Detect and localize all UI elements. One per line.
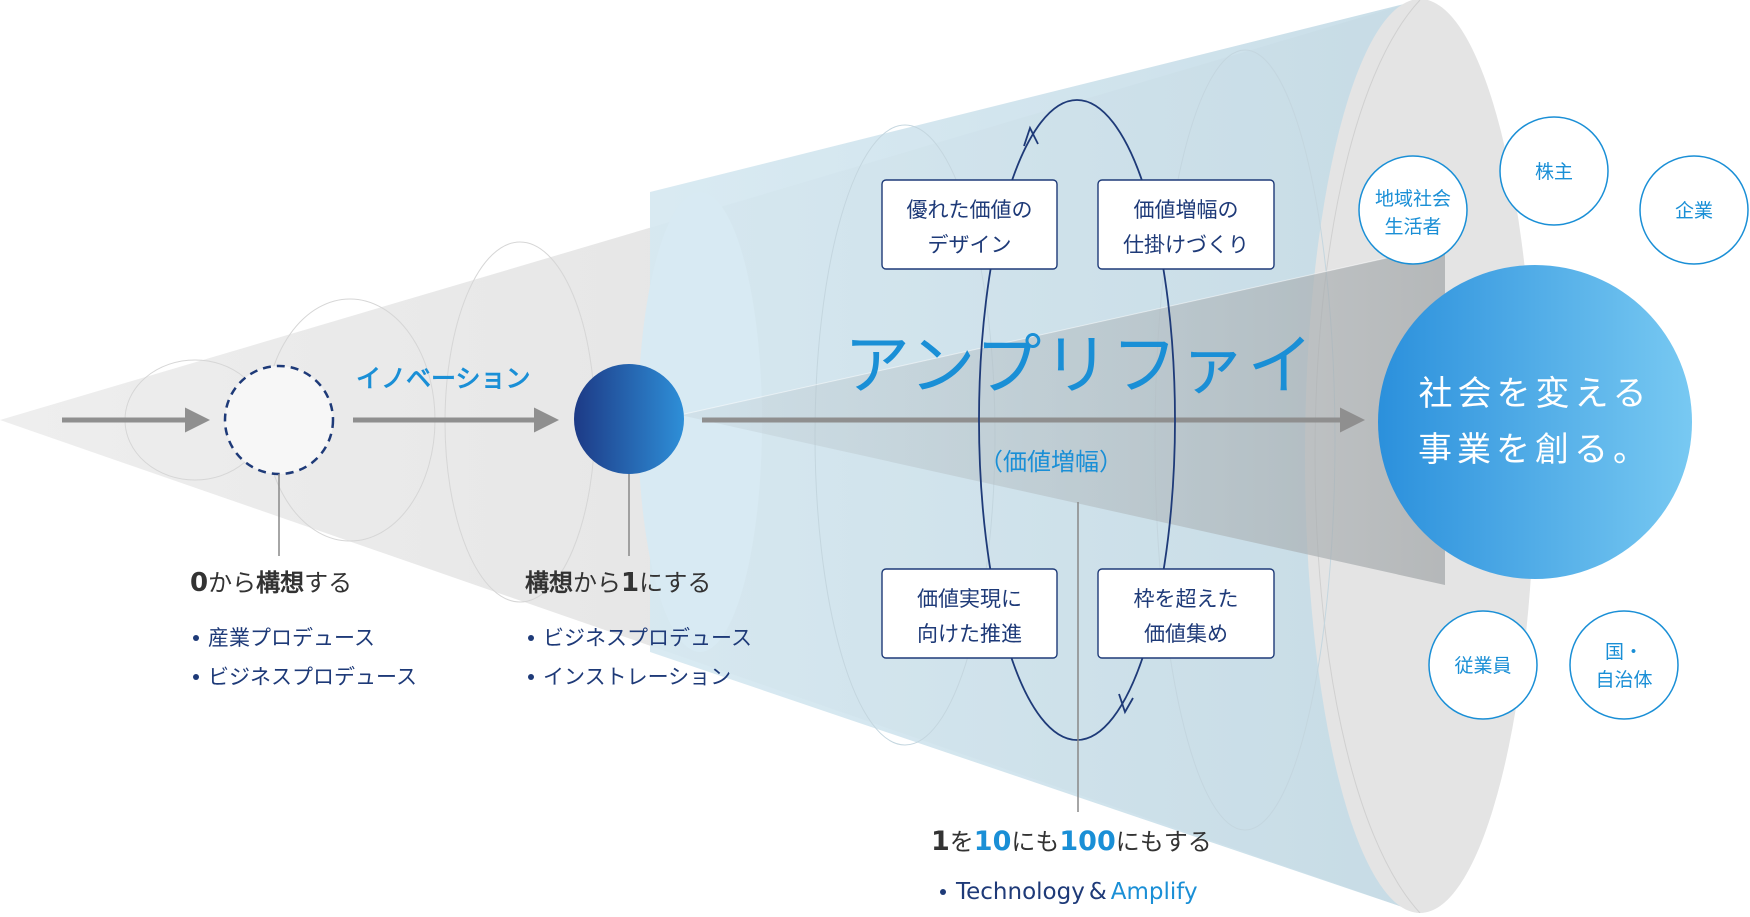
innovation-label: イノベーション (356, 364, 531, 393)
svg-text:価値実現に: 価値実現に (917, 587, 1022, 611)
stage100-title: 1を10にも100にもする (931, 826, 1212, 857)
stakeholder-community: 地域社会 生活者 (1358, 155, 1468, 265)
svg-text:枠を超えた: 枠を超えた (1134, 587, 1239, 611)
stage100-list: Technology&Amplify (940, 879, 1198, 905)
svg-text:株主: 株主 (1535, 161, 1573, 183)
list-item: ビジネスプロデュース (208, 665, 417, 689)
cycle-box-mechanism: 価値増幅の 仕掛けづくり (1097, 179, 1275, 270)
svg-text:企業: 企業 (1675, 200, 1713, 222)
stakeholder-companies: 企業 (1639, 155, 1749, 265)
list-item: インストレーション (543, 665, 731, 689)
svg-text:優れた価値の: 優れた価値の (907, 198, 1033, 222)
stakeholder-shareholders: 株主 (1499, 116, 1609, 226)
stakeholder-employees: 従業員 (1428, 610, 1538, 720)
svg-text:仕掛けづくり: 仕掛けづくり (1123, 233, 1249, 257)
svg-text:価値増幅の: 価値増幅の (1134, 198, 1239, 222)
svg-text:自治体: 自治体 (1595, 669, 1652, 691)
list-item: Technology&Amplify (955, 879, 1198, 905)
stage0-title: 0から構想する (190, 568, 352, 598)
svg-text:地域社会: 地域社会 (1375, 188, 1451, 210)
stage0-list: 産業プロデュース ビジネスプロデュース (193, 626, 417, 689)
amplify-subtitle: （価値増幅） (979, 448, 1123, 476)
one-circle (574, 364, 684, 474)
goal-line-2: 事業を創る。 (1418, 430, 1652, 470)
goal-circle (1378, 265, 1692, 579)
amplify-cycle (978, 99, 1176, 741)
stage1-title: 構想から1にする (525, 568, 711, 598)
stage1-list: ビジネスプロデュース インストレーション (528, 626, 752, 689)
stakeholder-government: 国・ 自治体 (1569, 610, 1679, 720)
list-item: ビジネスプロデュース (543, 626, 752, 650)
svg-text:従業員: 従業員 (1454, 655, 1511, 677)
dark-wedge (679, 244, 1446, 585)
zero-circle (223, 364, 335, 476)
cycle-box-collection: 枠を超えた 価値集め (1097, 568, 1275, 659)
cycle-arrow-up-icon (1023, 125, 1039, 147)
svg-text:デザイン: デザイン (928, 233, 1012, 257)
svg-text:生活者: 生活者 (1384, 216, 1441, 238)
cycle-box-design: 優れた価値の デザイン (881, 179, 1058, 270)
svg-text:向けた推進: 向けた推進 (917, 622, 1022, 646)
svg-text:国・: 国・ (1605, 641, 1643, 663)
svg-text:価値集め: 価値集め (1144, 622, 1228, 646)
amplify-title: アンプリファイ (844, 327, 1315, 404)
cycle-box-realization: 価値実現に 向けた推進 (881, 568, 1058, 659)
goal-line-1: 社会を変える (1419, 374, 1652, 414)
cycle-arrow-down-icon (1118, 693, 1134, 715)
list-item: 産業プロデュース (208, 626, 375, 650)
